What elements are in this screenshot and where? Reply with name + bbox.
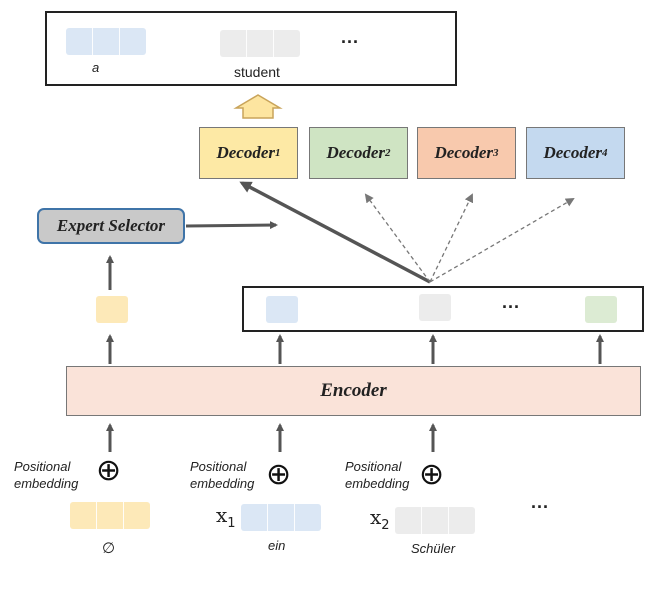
positional-label-2-line-1: Positional (190, 459, 247, 474)
route-decoder-2 (364, 193, 431, 283)
encoded-state-3 (585, 296, 617, 323)
input-token-3: Schüler (411, 541, 456, 556)
encoded-state-2 (419, 294, 451, 321)
output-token-embedding-a (66, 28, 146, 55)
encoder-box: Encoder (66, 366, 641, 416)
expert-selector-box: Expert Selector (37, 208, 185, 244)
decoder-4-subscript: 4 (602, 147, 608, 159)
output-token-embedding-student (220, 30, 300, 57)
encoded-state-1 (266, 296, 298, 323)
route-decoder-3 (429, 193, 474, 283)
input-ellipsis: ... (531, 492, 550, 512)
decoder-3-subscript: 3 (493, 147, 499, 159)
selector-hidden-state (96, 296, 128, 323)
decoder-2-label: Decoder (326, 143, 386, 162)
decoder-2-subscript: 2 (385, 147, 391, 159)
add-icon-1: ⊕ (96, 453, 122, 488)
input-token-2: ein (268, 538, 286, 553)
input-variable-3: x2 (370, 505, 390, 533)
output-ellipsis: ... (341, 27, 360, 47)
positional-label-2-line-2: embedding (190, 476, 255, 491)
positional-label-1-line-1: Positional (14, 459, 71, 474)
input-variable-2-subscript: 1 (227, 516, 236, 531)
input-variable-3-x: x (370, 505, 382, 529)
encoder-label: Encoder (320, 380, 387, 401)
encoded-ellipsis: ... (502, 292, 521, 312)
positional-label-3-line-1: Positional (345, 459, 402, 474)
add-icon-2: ⊕ (266, 457, 292, 492)
output-up-arrow (233, 94, 283, 119)
decoder-4-label: Decoder (543, 143, 603, 162)
positional-label-2: Positional embedding (190, 458, 254, 492)
add-icon-3: ⊕ (419, 457, 445, 492)
output-word-student: student (234, 64, 280, 80)
positional-label-3: Positional embedding (345, 458, 409, 492)
input-variable-3-subscript: 2 (381, 518, 390, 533)
decoder-1-label: Decoder (216, 143, 276, 162)
arrow-selector-out (185, 221, 278, 230)
input-embedding-3 (395, 507, 475, 534)
route-decoder-4 (429, 197, 575, 283)
expert-selector-label: Expert Selector (56, 216, 166, 235)
positional-label-1-line-2: embedding (14, 476, 79, 491)
input-variable-2-x: x (216, 503, 228, 527)
decoder-1-subscript: 1 (275, 147, 281, 159)
route-decoder-1 (239, 181, 431, 284)
input-embedding-1 (70, 502, 150, 529)
input-variable-2: x1 (216, 503, 236, 531)
positional-label-1: Positional embedding (14, 458, 78, 492)
output-word-a: a (92, 60, 100, 75)
input-embedding-2 (241, 504, 321, 531)
decoder-3-label: Decoder (434, 143, 494, 162)
positional-label-3-line-2: embedding (345, 476, 410, 491)
input-token-1: ∅ (102, 539, 116, 557)
